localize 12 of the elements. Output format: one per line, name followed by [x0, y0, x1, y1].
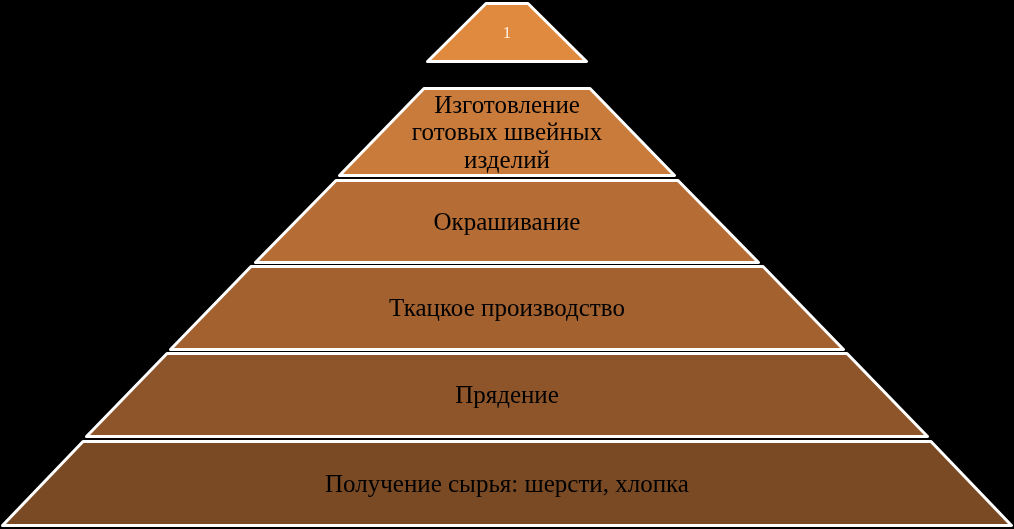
tier-label: 1: [503, 23, 511, 42]
pyramid-tier: [85, 352, 929, 438]
pyramid-tier: [254, 179, 760, 264]
pyramid-tier: [1, 440, 1013, 527]
tier-label: Окрашивание: [433, 207, 581, 236]
tier-label: Изготовление готовых швейных изделий: [410, 90, 604, 174]
pyramid-tier: [169, 265, 845, 351]
tier-label: Прядение: [455, 381, 559, 409]
tier-label: Получение сырья: шерсти, хлопка: [325, 469, 689, 498]
tier-label: Ткацкое производство: [389, 294, 625, 322]
pyramid-tier: [426, 2, 588, 63]
pyramid-tier: [338, 87, 676, 177]
